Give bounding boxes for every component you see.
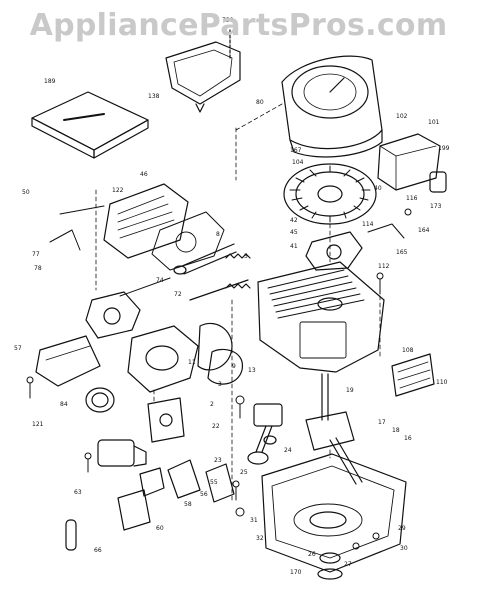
shroud-panel xyxy=(165,29,241,113)
callout-32: 32 xyxy=(256,535,264,542)
callout-114: 114 xyxy=(362,221,374,228)
flywheel xyxy=(283,163,377,225)
carburetor xyxy=(85,291,243,393)
callout-72: 72 xyxy=(174,291,182,298)
callout-60: 60 xyxy=(156,525,164,532)
callout-138: 138 xyxy=(148,93,160,100)
callout-110: 110 xyxy=(436,379,448,386)
callout-50: 50 xyxy=(22,189,30,196)
callout-30: 30 xyxy=(400,545,408,552)
callout-29: 29 xyxy=(398,525,406,532)
blower-housing xyxy=(281,55,383,158)
callout-101: 101 xyxy=(428,119,440,126)
callout-9: 9 xyxy=(232,363,236,370)
callout-77: 77 xyxy=(32,251,40,258)
callout-13: 13 xyxy=(248,367,256,374)
callout-121: 121 xyxy=(32,421,44,428)
callout-84: 84 xyxy=(60,401,68,408)
manual-booklet xyxy=(31,91,149,159)
callout-80: 80 xyxy=(256,99,264,106)
callout-42: 42 xyxy=(290,217,298,224)
callout-122: 122 xyxy=(112,187,124,194)
callout-31: 31 xyxy=(250,517,258,524)
callout-41: 41 xyxy=(290,243,298,250)
callout-102: 102 xyxy=(396,113,408,120)
piston-and-rod xyxy=(247,403,283,465)
callout-46: 46 xyxy=(140,171,148,178)
callout-27: 27 xyxy=(344,561,352,568)
callout-3: 3 xyxy=(218,381,222,388)
callout-24: 24 xyxy=(284,447,292,454)
callout-199: 199 xyxy=(438,145,450,152)
callout-16: 16 xyxy=(404,435,412,442)
callout-23: 23 xyxy=(214,457,222,464)
callout-labels: 730 189 138 80 102 101 199 167 104 40 42… xyxy=(14,17,450,576)
callout-63: 63 xyxy=(74,489,82,496)
callout-112: 112 xyxy=(378,263,390,270)
cylinder-head xyxy=(103,183,225,271)
callout-8: 8 xyxy=(216,231,220,238)
callout-170: 170 xyxy=(290,569,302,576)
callout-26: 26 xyxy=(308,551,316,558)
callout-74: 74 xyxy=(156,277,164,284)
callout-104: 104 xyxy=(292,159,304,166)
callout-55: 55 xyxy=(210,479,218,486)
callout-45: 45 xyxy=(290,229,298,236)
cylinder-block xyxy=(257,261,385,373)
side-bracket xyxy=(391,353,435,397)
assembly-guide-lines xyxy=(95,103,381,501)
oil-sump-base xyxy=(261,453,407,580)
callout-108: 108 xyxy=(402,347,414,354)
callout-2: 2 xyxy=(210,401,214,408)
callout-22: 22 xyxy=(212,423,220,430)
callout-167: 167 xyxy=(290,147,302,154)
callout-18: 18 xyxy=(392,427,400,434)
callout-116: 116 xyxy=(406,195,418,202)
callout-165: 165 xyxy=(396,249,408,256)
linkage-hardware xyxy=(26,205,412,550)
muffler xyxy=(377,133,447,193)
callout-66: 66 xyxy=(94,547,102,554)
callout-17: 17 xyxy=(378,419,386,426)
callout-19: 19 xyxy=(346,387,354,394)
callout-173: 173 xyxy=(430,203,442,210)
callout-25: 25 xyxy=(240,469,248,476)
callout-730: 730 xyxy=(222,17,234,24)
ignition-armature xyxy=(305,231,363,271)
gaskets xyxy=(65,397,235,551)
valves-and-springs xyxy=(173,243,251,301)
callout-58: 58 xyxy=(184,501,192,508)
air-cleaner xyxy=(35,335,115,413)
callout-164: 164 xyxy=(418,227,430,234)
callout-56: 56 xyxy=(200,491,208,498)
callout-189: 189 xyxy=(44,78,56,85)
callout-11: 11 xyxy=(188,359,196,366)
callout-5: 5 xyxy=(244,253,248,260)
callout-40: 40 xyxy=(374,185,382,192)
callout-57: 57 xyxy=(14,345,22,352)
callout-78: 78 xyxy=(34,265,42,272)
